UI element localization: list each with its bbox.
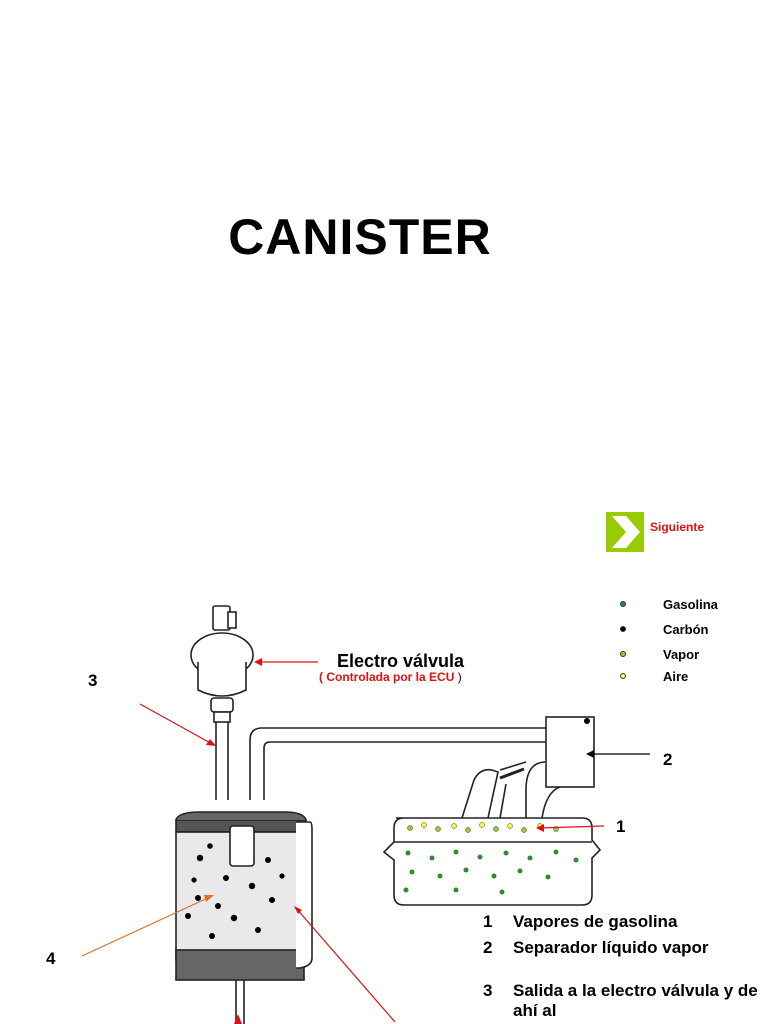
list-item-number: 2 bbox=[483, 938, 493, 957]
next-button[interactable]: Siguiente bbox=[606, 512, 704, 552]
canister-particles bbox=[185, 843, 285, 939]
ecu-control-note: ( Controlada por la ECU ) bbox=[319, 670, 462, 684]
legend-label: Gasolina bbox=[663, 596, 718, 612]
gasolina-dot-icon bbox=[620, 601, 626, 607]
canister-drawing bbox=[175, 811, 313, 1024]
electro-valve-drawing bbox=[190, 605, 254, 723]
callout-number-3: 3 bbox=[88, 671, 98, 690]
legend-item-vapor: Vapor bbox=[620, 644, 699, 664]
list-item-number: 1 bbox=[483, 912, 493, 931]
list-item-number: 3 bbox=[483, 981, 493, 1000]
vapor-dot-icon bbox=[620, 651, 626, 657]
aire-dot-icon bbox=[620, 673, 626, 679]
list-item-text: Vapores de gasolina bbox=[513, 912, 678, 931]
legend-label: Aire bbox=[663, 668, 689, 684]
carbon-dot-icon bbox=[620, 626, 626, 632]
page-title: CANISTER bbox=[228, 209, 492, 265]
legend-item-gasolina: Gasolina bbox=[620, 594, 718, 614]
ecu-paren-open: ( bbox=[319, 670, 327, 684]
callout-number-1: 1 bbox=[616, 817, 626, 836]
callout-arrows bbox=[81, 658, 650, 1024]
fuel-tank-drawing bbox=[382, 761, 602, 906]
electro-valve-label: Electro válvula bbox=[337, 651, 465, 671]
valve-tube bbox=[215, 722, 546, 800]
separator-box bbox=[525, 716, 595, 819]
legend-item-carbon: Carbón bbox=[620, 619, 709, 639]
legend-item-aire: Aire bbox=[620, 666, 688, 686]
list-item-text: Separador líquido vapor bbox=[513, 938, 709, 957]
list-item-text: Salida a la electro válvula y de ahí al bbox=[513, 981, 758, 1020]
ecu-control-text: Controlada por la ECU bbox=[326, 670, 455, 684]
callout-number-4: 4 bbox=[46, 949, 56, 968]
chevron-right-icon bbox=[606, 512, 644, 552]
ecu-paren-close: ) bbox=[454, 670, 462, 684]
next-button-label: Siguiente bbox=[650, 520, 705, 534]
carbon-marker bbox=[584, 718, 590, 724]
tank-particles bbox=[403, 822, 579, 895]
legend-label: Vapor bbox=[663, 646, 700, 662]
callout-number-2: 2 bbox=[663, 750, 673, 769]
legend-label: Carbón bbox=[663, 621, 709, 637]
